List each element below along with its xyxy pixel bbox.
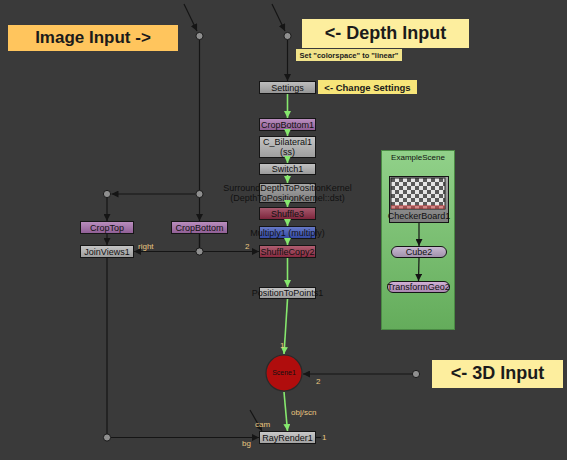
node-label: CropTop xyxy=(90,223,124,233)
node-label: Multiply1 (multiply) xyxy=(250,228,325,238)
callout-note: <- 3D Input xyxy=(432,360,563,388)
input-label: 2 xyxy=(316,377,320,386)
node-label: C_Bilateral1 xyxy=(263,137,312,147)
checkerboard-node: CheckerBoard1 xyxy=(389,176,449,223)
node-label: SurroundDepthToPositionKernel xyxy=(223,183,352,193)
wire xyxy=(303,373,412,374)
node-label: Shuffle3 xyxy=(271,209,304,219)
wire xyxy=(106,198,107,221)
wire xyxy=(316,437,321,438)
filter-node: C_Bilateral1(ss) xyxy=(259,136,316,158)
dot-node xyxy=(196,248,203,255)
pipe-connector xyxy=(284,299,288,354)
note-text: Set "colorspace" to "linear" xyxy=(300,51,399,60)
multiply-node: Multiply1 (multiply) xyxy=(259,226,316,239)
shuffle-node: Shuffle3 xyxy=(259,207,316,220)
pipe-connector xyxy=(287,94,289,118)
pipe-connector xyxy=(287,203,289,207)
input-label: obj/scn xyxy=(291,408,316,417)
wire xyxy=(112,193,196,194)
node-label: (ss) xyxy=(280,147,295,157)
callout-note: <- Depth Input xyxy=(302,19,469,48)
input-label: 2 xyxy=(245,242,249,251)
node-label: (DepthToPositionKernel::dst) xyxy=(230,193,345,203)
kernel-node: SurroundDepthToPositionKernel(DepthToPos… xyxy=(259,183,316,203)
render-node: RayRender1 xyxy=(259,431,316,444)
node-label: Switch1 xyxy=(272,164,304,174)
geo-node: TransformGeo2 xyxy=(387,281,450,293)
node-label: ExampleScene xyxy=(391,153,445,163)
shuffle-node: ShuffleCopy2 xyxy=(259,245,316,258)
node-label: ShuffleCopy2 xyxy=(261,247,315,257)
input-wire xyxy=(184,4,197,31)
pipe-connector xyxy=(287,258,289,287)
joinviews-node: JoinViews1 xyxy=(80,245,134,258)
input-label: right xyxy=(138,242,154,251)
note-text: <- Change Settings xyxy=(324,82,410,93)
noop-node: Settings xyxy=(259,81,316,94)
pipe-connector xyxy=(287,175,289,183)
wire xyxy=(199,40,200,190)
node-label: Settings xyxy=(271,83,304,93)
node-label: TransformGeo2 xyxy=(387,282,450,292)
node-label: CheckerBoard1 xyxy=(388,211,451,221)
note-text: <- Depth Input xyxy=(325,24,446,44)
node-label: Scene1 xyxy=(272,369,296,378)
pipe-connector xyxy=(287,131,289,136)
node-label: Cube2 xyxy=(406,247,433,257)
node-label: JoinViews1 xyxy=(84,247,129,257)
pipe-connector xyxy=(134,234,200,252)
pipe-connector xyxy=(106,234,107,245)
callout-note: Image Input -> xyxy=(8,25,178,51)
pipe-connector xyxy=(107,258,259,438)
geo-node: Cube2 xyxy=(391,246,447,258)
dot-node xyxy=(196,190,203,197)
pipe-connector xyxy=(287,158,289,163)
scene-node: Scene1 xyxy=(265,354,303,392)
pipe-connector xyxy=(418,223,419,246)
crop-node: CropTop xyxy=(80,221,134,234)
input-label: 1 xyxy=(280,341,284,350)
pipe-connector xyxy=(418,258,420,281)
note-text: <- 3D Input xyxy=(451,364,545,384)
scene-shape xyxy=(266,355,302,391)
switch-node: Switch1 xyxy=(259,163,316,175)
node-label: RayRender1 xyxy=(262,433,313,443)
wire xyxy=(287,40,288,81)
checker-thumbnail xyxy=(391,178,445,209)
wire xyxy=(250,410,262,431)
input-label: 1 xyxy=(322,433,326,442)
dot-node xyxy=(284,32,291,39)
input-wire xyxy=(272,4,285,31)
pipe-connector xyxy=(284,392,288,431)
dot-node xyxy=(103,190,110,197)
callout-note: <- Change Settings xyxy=(318,80,417,94)
wire xyxy=(199,198,200,221)
dot-node xyxy=(412,370,419,377)
thumbnail-strip xyxy=(391,205,445,209)
pipe-connector xyxy=(200,234,260,252)
note-text: Image Input -> xyxy=(35,29,151,48)
input-label: cam xyxy=(255,420,270,429)
node-label: CropBottom xyxy=(175,223,223,233)
input-label: bg xyxy=(242,439,251,448)
node-label: PositionToPoints1 xyxy=(252,288,324,298)
crop-node: CropBottom1 xyxy=(259,118,316,131)
pipe-connector xyxy=(287,220,289,226)
node-label: CropBottom1 xyxy=(261,120,314,130)
points-node: PositionToPoints1 xyxy=(259,287,316,299)
dot-node xyxy=(196,32,203,39)
pipe-connector xyxy=(287,239,289,245)
backdrop: ExampleSceneCheckerBoard1Cube2TransformG… xyxy=(381,150,455,330)
crop-node: CropBottom xyxy=(171,221,228,234)
dot-node xyxy=(103,434,110,441)
dot-label: Set "colorspace" to "linear" xyxy=(296,49,402,61)
